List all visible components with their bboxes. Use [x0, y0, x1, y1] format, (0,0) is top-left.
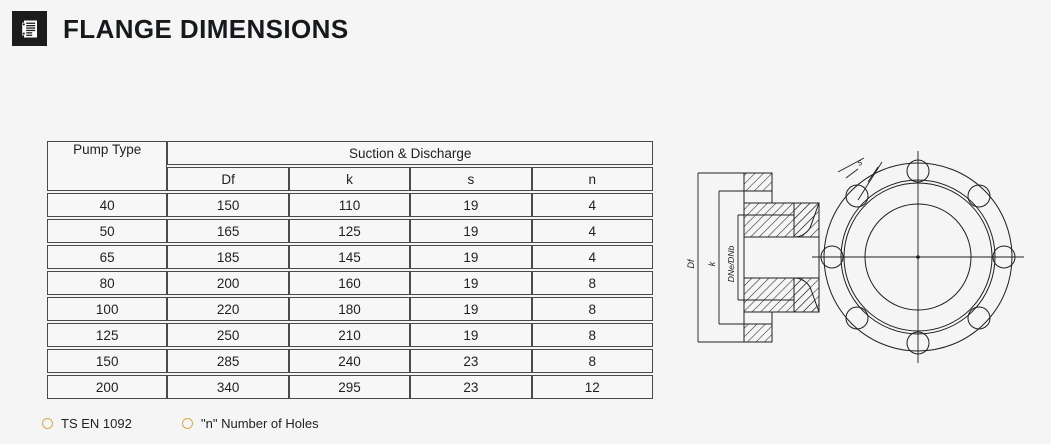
column-header-k: k	[288, 167, 411, 191]
dimension-label-k: k	[707, 261, 717, 266]
table-row: 150 285 240 23 8	[47, 349, 653, 373]
cell-pump-type: 150	[47, 349, 168, 373]
cell-k: 295	[288, 375, 411, 399]
column-header-n: n	[531, 167, 653, 191]
cell-n: 4	[531, 245, 653, 269]
column-header-pump-type: Pump Type	[47, 141, 168, 191]
cell-n: 4	[531, 193, 653, 217]
cell-pump-type: 80	[47, 271, 168, 295]
cell-n: 4	[531, 219, 653, 243]
cell-df: 185	[167, 245, 289, 269]
table-row: 100 220 180 19 8	[47, 297, 653, 321]
flange-dimensions-table-container: Pump Type Suction & Discharge Df k s n 4…	[47, 139, 653, 401]
cell-pump-type: 100	[47, 297, 168, 321]
circle-bullet-icon	[42, 418, 53, 429]
flange-cross-section-view	[743, 172, 820, 343]
cell-s: 19	[410, 245, 532, 269]
dimension-label-s: s	[855, 157, 864, 168]
cell-df: 165	[167, 219, 289, 243]
table-row: 125 250 210 19 8	[47, 323, 653, 347]
flange-dimensions-table: Pump Type Suction & Discharge Df k s n 4…	[47, 139, 653, 401]
footnote-holes: "n" Number of Holes	[182, 416, 319, 431]
table-row: 50 165 125 19 4	[47, 219, 653, 243]
cell-s: 19	[410, 271, 532, 295]
page-title: FLANGE DIMENSIONS	[63, 13, 349, 44]
page-header: FLANGE DIMENSIONS	[12, 11, 349, 46]
cell-k: 210	[288, 323, 411, 347]
cell-n: 8	[531, 271, 653, 295]
table-body: 40 150 110 19 4 50 165 125 19 4 65 185 1…	[47, 193, 653, 399]
table-head: Pump Type Suction & Discharge Df k s n	[47, 141, 653, 191]
footnote-standard: TS EN 1092	[42, 416, 182, 431]
cell-pump-type: 50	[47, 219, 168, 243]
cell-k: 125	[288, 219, 411, 243]
bolt-hole	[906, 331, 930, 355]
cell-pump-type: 200	[47, 375, 168, 399]
cell-df: 250	[167, 323, 289, 347]
document-list-icon	[12, 11, 47, 46]
table-row: 65 185 145 19 4	[47, 245, 653, 269]
table-header-row-group: Pump Type Suction & Discharge	[47, 141, 653, 191]
cell-pump-type: 65	[47, 245, 168, 269]
cell-k: 110	[288, 193, 411, 217]
cell-s: 19	[410, 323, 532, 347]
cell-n: 8	[531, 349, 653, 373]
table-header-row-sub: Df k s n	[47, 167, 653, 191]
cell-k: 240	[288, 349, 411, 373]
cell-pump-type: 125	[47, 323, 168, 347]
bolt-hole	[820, 245, 844, 269]
cell-df: 150	[167, 193, 289, 217]
column-header-s: s	[410, 167, 532, 191]
cell-k: 145	[288, 245, 411, 269]
bolt-hole	[845, 306, 869, 330]
table-row: 200 340 295 23 12	[47, 375, 653, 399]
cell-n: 8	[531, 323, 653, 347]
bolt-hole	[906, 159, 930, 183]
table-row: 80 200 160 19 8	[47, 271, 653, 295]
footnote-list: TS EN 1092 "n" Number of Holes	[42, 416, 319, 431]
cell-k: 180	[288, 297, 411, 321]
cell-df: 285	[167, 349, 289, 373]
cell-s: 23	[410, 375, 532, 399]
bolt-hole-group	[820, 159, 1016, 355]
bolt-hole	[992, 245, 1016, 269]
bolt-hole	[845, 184, 869, 208]
cell-s: 19	[410, 297, 532, 321]
footnote-label: "n" Number of Holes	[201, 416, 319, 431]
dimension-label-bore: DNe/DNb	[726, 246, 736, 283]
cell-s: 23	[410, 349, 532, 373]
cell-s: 19	[410, 219, 532, 243]
cell-s: 19	[410, 193, 532, 217]
cell-n: 8	[531, 297, 653, 321]
cell-df: 200	[167, 271, 289, 295]
bolt-hole	[967, 184, 991, 208]
cell-k: 160	[288, 271, 411, 295]
section-dimension-lines	[697, 172, 794, 343]
cell-n: 12	[531, 375, 653, 399]
flange-technical-drawing: Df k DNe/DNb	[686, 140, 1036, 375]
cell-pump-type: 40	[47, 193, 168, 217]
dimension-label-df: Df	[686, 258, 696, 268]
cell-df: 220	[167, 297, 289, 321]
hole-diameter-callout	[837, 157, 883, 201]
bolt-hole	[967, 306, 991, 330]
circle-bullet-icon	[182, 418, 193, 429]
column-header-group-suction-discharge: Suction & Discharge	[167, 141, 653, 165]
table-row: 40 150 110 19 4	[47, 193, 653, 217]
column-header-df: Df	[167, 167, 289, 191]
footnote-label: TS EN 1092	[61, 416, 132, 431]
flange-face-view	[812, 151, 1024, 363]
cell-df: 340	[167, 375, 289, 399]
